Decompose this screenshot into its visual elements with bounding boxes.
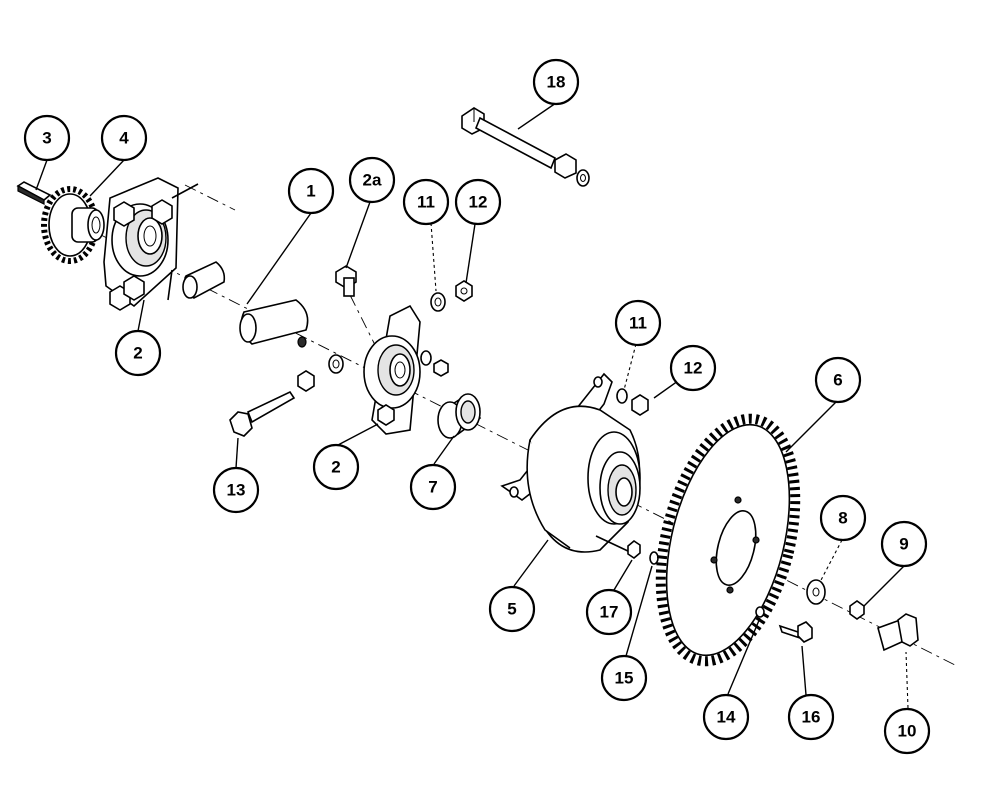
leader-lines [35,102,909,709]
part-6-large-sprocket [655,413,801,667]
callout-5: 5 [488,585,536,633]
part-17-15-pin-washer [595,535,659,565]
callout-18: 18 [532,58,580,106]
callout-2-middle: 2 [312,443,360,491]
part-1-shaft [182,261,309,348]
part-2-left-bearing [103,177,199,311]
middle-hardware [297,350,449,392]
callout-16: 16 [787,693,835,741]
callout-2a: 2a [348,156,396,204]
callout-3: 3 [23,114,71,162]
callout-14: 14 [702,693,750,741]
callout-label: 2a [363,171,382,190]
callout-17: 17 [585,588,633,636]
callout-11-upper: 11 [402,178,450,226]
callout-2-left: 2 [114,329,162,377]
callout-label: 11 [417,193,435,212]
callout-label: 2 [331,458,340,477]
callout-label: 12 [684,359,703,378]
callout-label: 5 [507,600,516,619]
part-18-long-bolt [461,107,590,187]
callout-4: 4 [100,114,148,162]
callout-label: 6 [833,371,842,390]
callout-label: 14 [717,708,736,727]
callout-label: 11 [629,314,647,333]
callout-label: 12 [469,193,488,212]
callout-label: 1 [306,182,315,201]
part-11-12-right-washer-nut [616,388,649,416]
callout-8: 8 [819,494,867,542]
callout-label: 7 [428,478,437,497]
callout-label: 16 [802,708,821,727]
part-2a-bolt [335,265,357,297]
part-4-sprocket [41,186,105,264]
callout-15: 15 [600,654,648,702]
callout-1: 1 [287,167,335,215]
part-11-12-upper-washer-nut [430,280,473,312]
callout-12-right: 12 [669,344,717,392]
part-5-clutch-housing [500,372,641,553]
callout-12-upper: 12 [454,178,502,226]
callout-label: 4 [119,129,129,148]
callout-label: 9 [899,535,908,554]
callout-label: 17 [600,603,619,622]
callout-10: 10 [883,707,931,755]
right-hardware [755,579,919,652]
callout-label: 13 [227,481,246,500]
callout-label: 15 [615,669,634,688]
callout-label: 2 [133,344,142,363]
callout-6: 6 [814,356,862,404]
callout-7: 7 [409,463,457,511]
callout-13: 13 [212,466,260,514]
callout-label: 8 [838,509,847,528]
callout-11-right: 11 [614,299,662,347]
part-2-middle-bearing [363,304,421,435]
callout-9: 9 [880,520,928,568]
callout-label: 3 [42,129,51,148]
part-13-bolt [229,390,296,437]
callout-label: 10 [898,722,917,741]
callout-label: 18 [547,73,566,92]
part-7-bushing [437,393,482,439]
part-3-key [16,181,52,205]
